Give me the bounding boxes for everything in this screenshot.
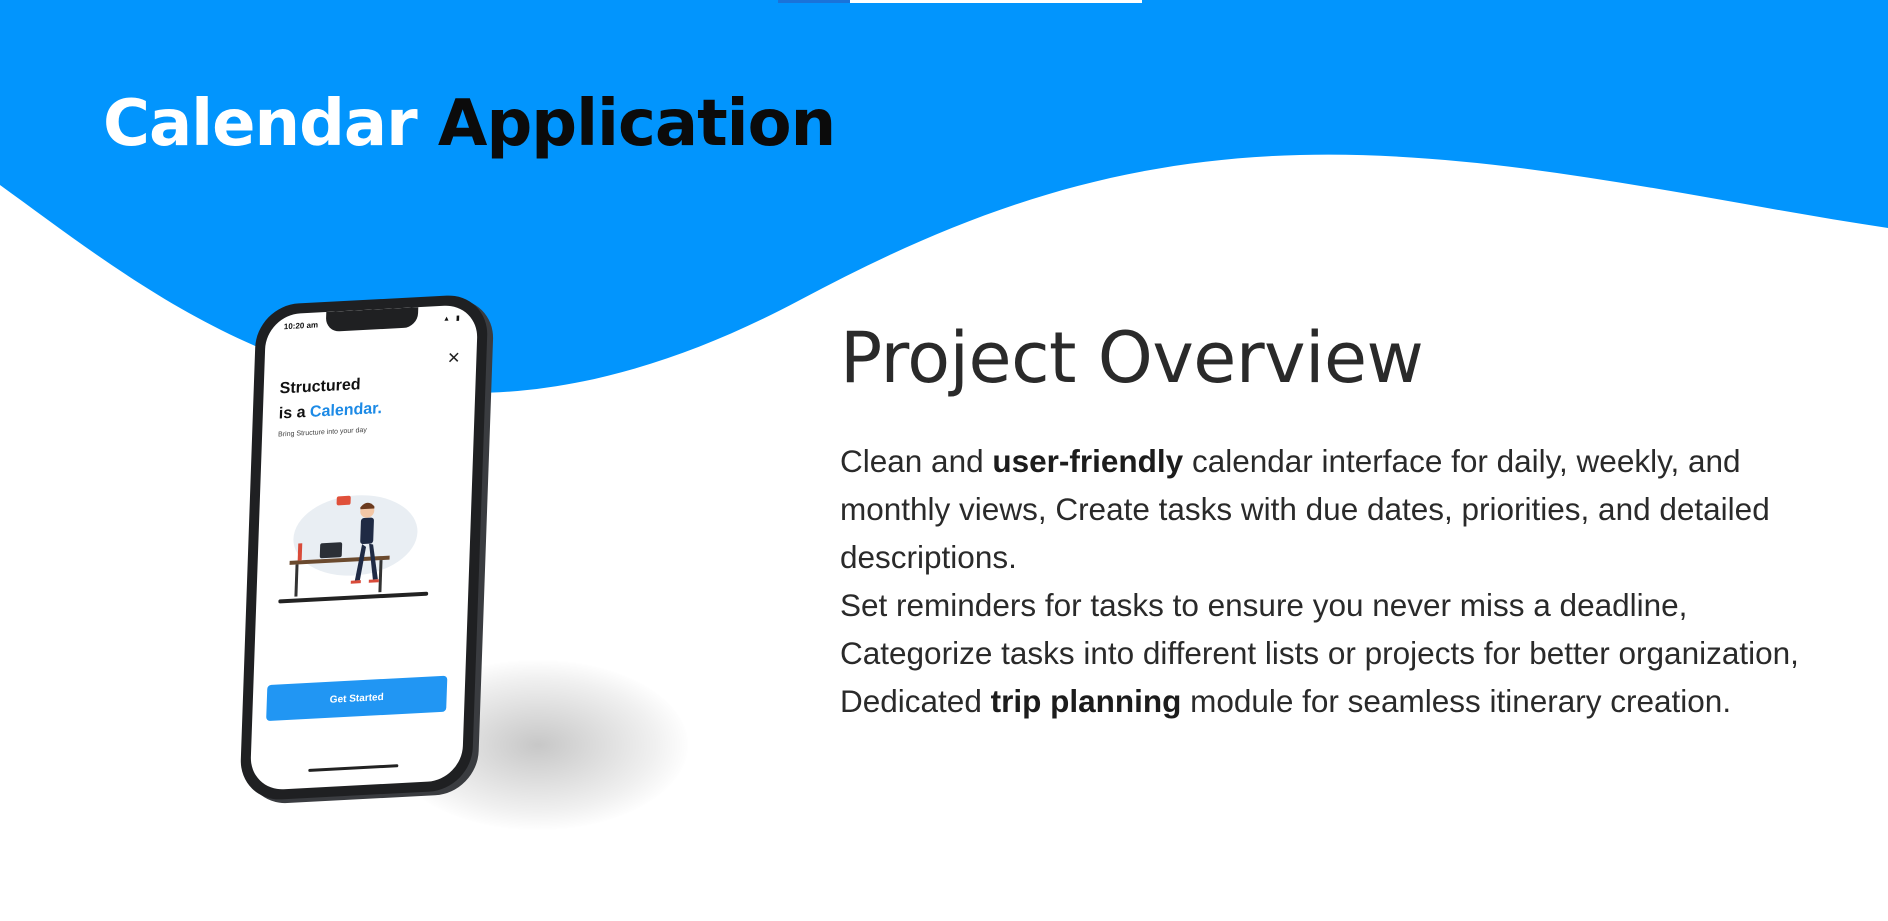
onboarding-title-accent: Calendar. [309,400,383,421]
close-icon[interactable]: ✕ [446,349,461,368]
phone-mockup: 10:20 am ▲ ▮ ✕ Structured is a Calendar.… [238,293,758,830]
get-started-button[interactable]: Get Started [266,675,448,722]
onboarding-subtitle: Bring Structure into your day [277,426,367,439]
hero-title-word-application: Application [437,87,836,161]
overview-paragraph-1: Clean and user-friendly calendar interfa… [840,437,1840,581]
desk-worker-illustration [278,495,429,604]
overview-description: Clean and user-friendly calendar interfa… [840,437,1840,725]
home-indicator [308,764,399,772]
hero-title: Calendar Application [103,84,836,164]
status-time: 10:20 am [283,320,319,332]
overview-p2-text-start: Set reminders for tasks to ensure you ne… [840,587,1799,719]
phone-body: 10:20 am ▲ ▮ ✕ Structured is a Calendar.… [239,293,489,802]
overview-heading: Project Overview [840,317,1424,399]
phone-screen: 10:20 am ▲ ▮ ✕ Structured is a Calendar.… [249,304,479,791]
hero-title-word-calendar: Calendar [103,87,418,161]
overview-p2-text-end: module for seamless itinerary creation. [1181,683,1732,719]
onboarding-title: Structured is a Calendar. [278,371,383,426]
overview-p1-text-start: Clean and [840,443,993,479]
signal-battery-icon: ▲ ▮ [442,314,462,323]
onboarding-title-line1: Structured [279,376,361,398]
overview-p1-text-end: calendar interface for daily, weekly, an… [840,443,1770,575]
overview-p2-bold: trip planning [990,683,1182,719]
overview-p1-bold: user-friendly [992,443,1184,479]
overview-paragraph-2: Set reminders for tasks to ensure you ne… [840,581,1840,725]
phone-notch [325,307,419,333]
onboarding-title-prefix: is a [278,404,306,423]
